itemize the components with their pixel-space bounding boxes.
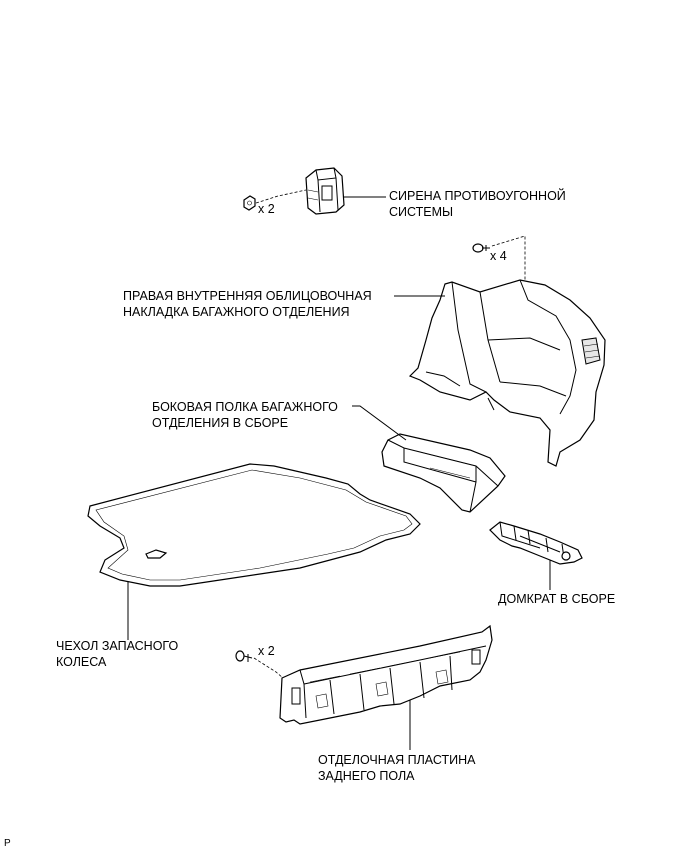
rear-floor-plate-label-line1: ОТДЕЛОЧНАЯ ПЛАСТИНА (318, 753, 476, 767)
siren-label: СИРЕНА ПРОТИВОУГОННОЙ СИСТЕМЫ (389, 188, 566, 220)
side-shelf-label-line2: ОТДЕЛЕНИЯ В СБОРЕ (152, 416, 289, 430)
plate-clip-icon (235, 650, 253, 662)
siren-nut-icon (243, 195, 256, 211)
right-trim-panel-icon (408, 279, 606, 467)
spare-wheel-cover-label-line2: КОЛЕСА (56, 655, 107, 669)
jack-label-line1: ДОМКРАТ В СБОРЕ (498, 592, 616, 606)
jack-label: ДОМКРАТ В СБОРЕ (498, 591, 615, 607)
siren-label-line1: СИРЕНА ПРОТИВОУГОННОЙ (389, 189, 566, 203)
trim-panel-label-line2: НАКЛАДКА БАГАЖНОГО ОТДЕЛЕНИЯ (123, 305, 350, 319)
jack-icon (489, 521, 583, 565)
plate-clip-quantity: x 2 (258, 644, 275, 658)
siren-icon (305, 167, 345, 215)
spare-wheel-cover-label: ЧЕХОЛ ЗАПАСНОГО КОЛЕСА (56, 638, 178, 670)
corner-mark: P (4, 838, 11, 849)
rear-floor-plate-icon (279, 624, 493, 725)
trim-clip-quantity: x 4 (490, 249, 507, 263)
side-shelf-icon (381, 433, 506, 513)
trim-panel-label: ПРАВАЯ ВНУТРЕННЯЯ ОБЛИЦОВОЧНАЯ НАКЛАДКА … (123, 288, 372, 320)
siren-nut-quantity: x 2 (258, 202, 275, 216)
trim-panel-label-line1: ПРАВАЯ ВНУТРЕННЯЯ ОБЛИЦОВОЧНАЯ (123, 289, 372, 303)
side-shelf-label: БОКОВАЯ ПОЛКА БАГАЖНОГО ОТДЕЛЕНИЯ В СБОР… (152, 399, 338, 431)
siren-label-line2: СИСТЕМЫ (389, 205, 454, 219)
rear-floor-plate-label-line2: ЗАДНЕГО ПОЛА (318, 769, 415, 783)
spare-wheel-cover-icon (87, 463, 421, 587)
spare-wheel-cover-label-line1: ЧЕХОЛ ЗАПАСНОГО (56, 639, 179, 653)
side-shelf-label-line1: БОКОВАЯ ПОЛКА БАГАЖНОГО (152, 400, 338, 414)
rear-floor-plate-label: ОТДЕЛОЧНАЯ ПЛАСТИНА ЗАДНЕГО ПОЛА (318, 752, 475, 784)
trim-clip-icon (472, 243, 490, 253)
